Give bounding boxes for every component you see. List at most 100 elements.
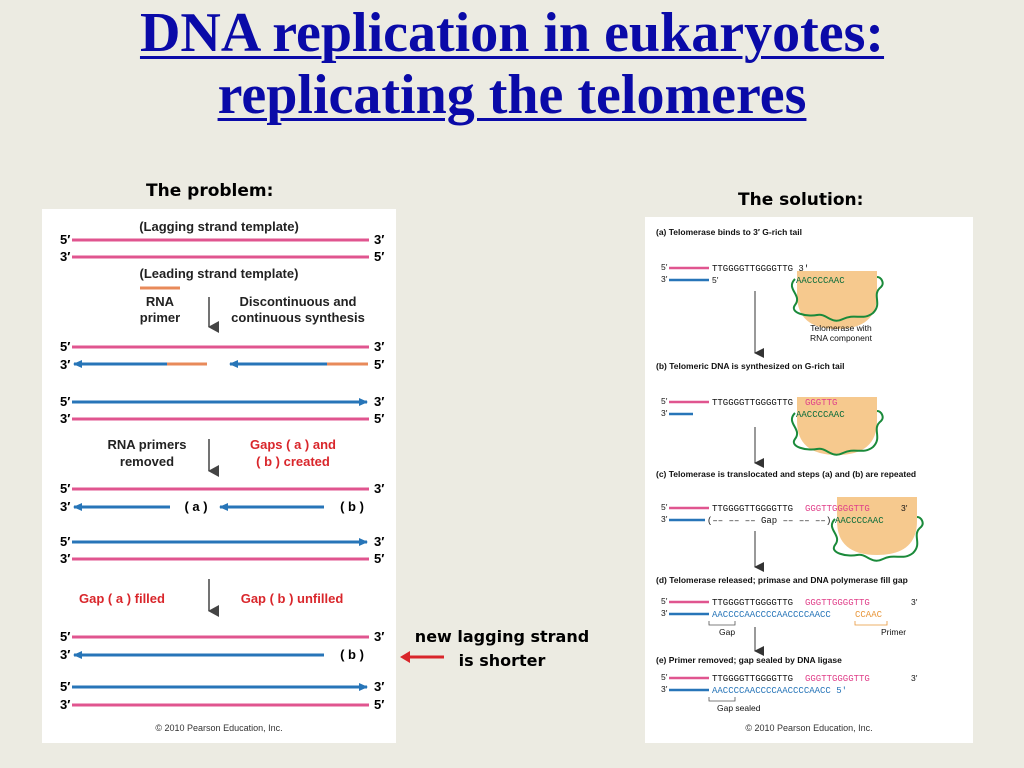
gap-b-label: ( b ): [340, 499, 364, 514]
gap-a-filled-label: Gap ( a ) filled: [79, 591, 165, 606]
end-label: 5′: [374, 357, 384, 372]
gap-b-label: ( b ): [340, 647, 364, 662]
end-label: 3′: [661, 608, 668, 618]
seq-d-primer: CCAAC: [855, 610, 883, 620]
step-c-label: (c) Telomerase is translocated and steps…: [656, 469, 916, 479]
gap-sealed-label: Gap sealed: [717, 703, 761, 713]
primer-label: Primer: [881, 627, 906, 637]
rna-component: [830, 516, 924, 562]
end-label: 3′: [60, 697, 70, 712]
end-label: 3′: [374, 481, 384, 496]
end-label: 5′: [60, 481, 70, 496]
gap-b-unfilled-label: Gap ( b ) unfilled: [241, 591, 344, 606]
end-label: 3′: [374, 534, 384, 549]
seq-a: TTGGGGTTGGGGTTG 3′: [712, 264, 809, 274]
end-label: 3′: [374, 679, 384, 694]
end-label: 3′: [374, 629, 384, 644]
step-b-label: (b) Telomeric DNA is synthesized on G-ri…: [656, 361, 844, 371]
copyright: © 2010 Pearson Education, Inc.: [745, 723, 872, 733]
step-a-label: (a) Telomerase binds to 3′ G-rich tail: [656, 227, 802, 237]
end-label: 3′: [911, 597, 918, 607]
end-label: 3′: [60, 411, 70, 426]
problem-caption: The problem:: [146, 181, 274, 201]
seq-c-black: TTGGGGTTGGGGTTG: [712, 504, 793, 514]
gap-sealed-bracket: [708, 697, 736, 702]
shorter-strand-note: new lagging strand is shorter: [402, 625, 602, 673]
rna-component: [790, 410, 884, 456]
lagging-template-label: (Lagging strand template): [139, 219, 299, 234]
primer-bracket: [854, 621, 888, 626]
end-label: 5′: [374, 249, 384, 264]
copyright: © 2010 Pearson Education, Inc.: [155, 723, 282, 733]
end-label: 5′: [661, 672, 668, 682]
end-label: 3′: [60, 551, 70, 566]
end-label: 3′: [661, 684, 668, 694]
step-d-label: (d) Telomerase released; primase and DNA…: [656, 575, 908, 585]
end-label: 5′: [60, 232, 70, 247]
page-title: DNA replication in eukaryotes: replicati…: [0, 2, 1024, 126]
primers-removed-label-1: RNA primers: [108, 437, 187, 452]
synthesis-label-1: Discontinuous and: [240, 294, 357, 309]
end-label: 3′: [661, 408, 668, 418]
end-label: 5′: [374, 551, 384, 566]
end-label: 3′: [60, 249, 70, 264]
end-label: 5′: [661, 596, 668, 606]
telomerase-shape: [837, 497, 917, 555]
seq-e-red: GGGTTGGGGTTG: [805, 674, 870, 684]
title-line-1: DNA replication in eukaryotes:: [139, 2, 885, 64]
seq-e-black: TTGGGGTTGGGGTTG: [712, 674, 793, 684]
end-label: 3′: [60, 357, 70, 372]
red-arrow-icon: [400, 651, 444, 663]
end-label: 3′: [374, 339, 384, 354]
rna-primer-label-1: RNA: [146, 294, 175, 309]
gap-a-label: ( a ): [184, 499, 207, 514]
end-label: 3′: [661, 514, 668, 524]
end-label: 5′: [661, 262, 668, 272]
gap-dashes: (–– –– –– Gap –– –– ––): [707, 516, 831, 526]
note-line-2: is shorter: [458, 651, 546, 670]
seq-e-blue: AACCCCAACCCCAACCCCAACC 5′: [712, 686, 847, 696]
seq-b-black: TTGGGGTTGGGGTTG: [712, 398, 793, 408]
primers-removed-label-2: removed: [120, 454, 174, 469]
seq-b-red: GGGTTG: [805, 398, 837, 408]
gap-bracket: [708, 621, 736, 626]
gaps-created-label-1: Gaps ( a ) and: [250, 437, 336, 452]
solution-caption: The solution:: [738, 190, 864, 210]
end-label: 3′: [661, 274, 668, 284]
rna-primer-label-2: primer: [140, 310, 180, 325]
step-e-label: (e) Primer removed; gap sealed by DNA li…: [656, 655, 842, 665]
seq-c-red: GGGTTGGGGTTG: [805, 504, 870, 514]
seq-d-red: GGGTTGGGGTTG: [805, 598, 870, 608]
leading-template-label: (Leading strand template): [140, 266, 299, 281]
end-label: 5′: [712, 275, 719, 285]
seq-d-black: TTGGGGTTGGGGTTG: [712, 598, 793, 608]
problem-diagram: (Lagging strand template) 5′ 3′ 3′ 5′ (L…: [42, 209, 396, 743]
end-label: 5′: [60, 534, 70, 549]
end-label: 5′: [60, 339, 70, 354]
seq-d-blue: AACCCCAACCCCAACCCCAACC: [712, 610, 831, 620]
end-label: 5′: [661, 502, 668, 512]
end-label: 3′: [374, 394, 384, 409]
rna-template-seq: AACCCCAAC: [796, 410, 845, 420]
end-label: 3′: [60, 647, 70, 662]
title-line-2: replicating the telomeres: [217, 64, 807, 126]
end-label: 5′: [374, 697, 384, 712]
end-label: 5′: [60, 394, 70, 409]
telomerase-shape: [797, 397, 877, 455]
rna-template-seq: AACCCCAAC: [835, 516, 884, 526]
note-line-1: new lagging strand: [414, 627, 590, 646]
gap-label: Gap: [719, 627, 735, 637]
end-label: 3′: [901, 503, 908, 513]
end-label: 3′: [374, 232, 384, 247]
rna-template-seq: AACCCCAAC: [796, 276, 845, 286]
gaps-created-label-2: ( b ) created: [256, 454, 330, 469]
solution-diagram: (a) Telomerase binds to 3′ G-rich tail 5…: [645, 217, 973, 743]
synthesis-label-2: continuous synthesis: [231, 310, 365, 325]
end-label: 5′: [60, 679, 70, 694]
end-label: 5′: [661, 396, 668, 406]
end-label: 5′: [60, 629, 70, 644]
end-label: 3′: [60, 499, 70, 514]
telomerase-label-2: RNA component: [810, 333, 873, 343]
telomerase-label-1: Telomerase with: [810, 323, 872, 333]
end-label: 5′: [374, 411, 384, 426]
